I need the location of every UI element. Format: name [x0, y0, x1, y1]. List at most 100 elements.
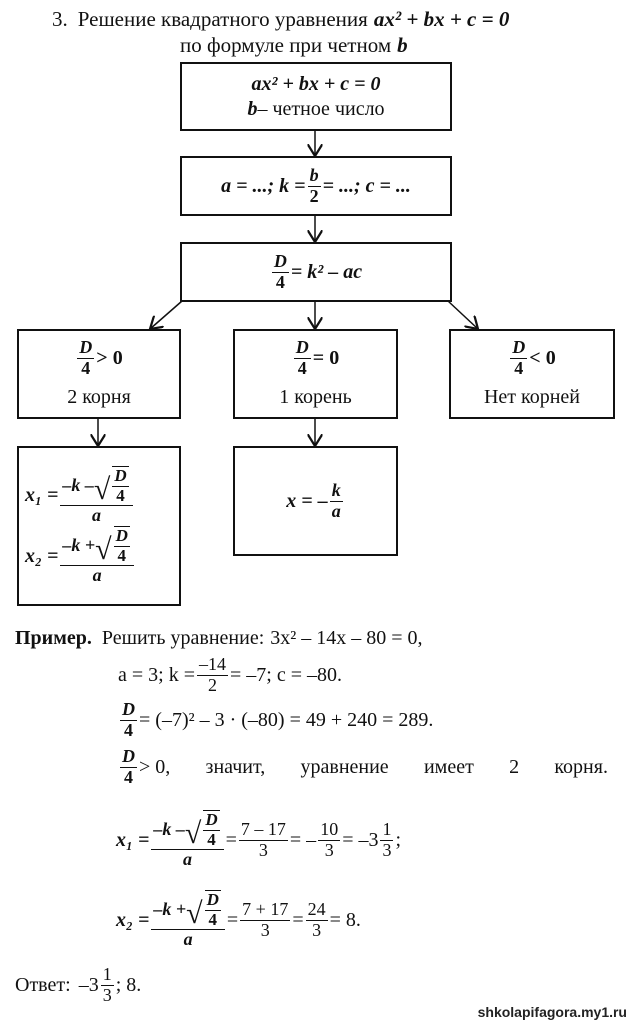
frac-num: D [120, 746, 137, 768]
word: 2 [509, 755, 520, 778]
frac-den: 3 [260, 919, 270, 940]
num-text: –k + [153, 898, 187, 919]
title-equation: ax² + bx + c = 0 [373, 7, 510, 31]
word: значит, [205, 755, 266, 778]
branch-label: Нет корней [483, 385, 581, 408]
sqrt-num: D [203, 810, 220, 831]
coef-k-lhs: k = [279, 174, 306, 197]
sqrt-den: 4 [116, 485, 125, 505]
num-text: –k – [153, 818, 185, 839]
frac-den: 4 [514, 358, 524, 378]
example-equation: 3x² – 14x – 80 = 0, [270, 627, 423, 649]
text: ; [395, 828, 402, 851]
frac-num: 10 [318, 818, 341, 841]
frac-den: a [183, 849, 192, 870]
text: = 8. [329, 908, 361, 931]
text: = (–7)² – 3 · (–80) = 49 + 240 = 289. [139, 708, 434, 731]
discriminant-rhs: = k² – ac [290, 260, 363, 283]
watermark: shkolapifagora.my1.ru [477, 1004, 627, 1020]
x1-label: x₁ = [116, 828, 150, 851]
answer-label: Ответ: [15, 973, 71, 996]
frac-den: a [92, 565, 102, 586]
frac-den: 3 [312, 919, 322, 940]
start-condition-line: b – четное число [247, 97, 384, 122]
x-label: x = – [286, 489, 328, 512]
frac-den: a [92, 505, 101, 526]
frac-num: D [120, 699, 137, 721]
box-start: ax² + bx + c = 0 b – четное число [180, 62, 452, 131]
frac-num: D [293, 337, 311, 359]
text: = [225, 828, 237, 851]
text: = – [289, 828, 317, 851]
subtitle-text: по формуле при четном [180, 33, 392, 57]
sqrt-den: 4 [117, 545, 127, 565]
num-text: –k + [62, 534, 96, 555]
relation: > 0 [96, 347, 123, 369]
frac-den: 4 [81, 358, 91, 378]
frac-num: D [77, 337, 95, 359]
section-title: 3. Решение квадратного уравнения ax² + b… [52, 7, 509, 32]
sqrt-den: 4 [207, 829, 216, 849]
example-heading: Пример. [15, 627, 92, 649]
frac-num: D [510, 337, 528, 359]
frac-num: 1 [100, 964, 114, 986]
text: a = 3; k = [118, 663, 195, 686]
sqrt-num: D [112, 465, 129, 487]
frac-num: 7 – 17 [238, 818, 288, 841]
example-header: Пример. Решить уравнение: 3x² – 14x – 80… [15, 627, 423, 650]
text: = –7; c = –80. [230, 663, 342, 686]
frac-den: 3 [258, 839, 268, 860]
relation: = 0 [312, 347, 340, 369]
text: = –3 [342, 828, 379, 851]
frac-den: 3 [380, 839, 394, 860]
arrow-to-positive [150, 300, 183, 329]
word: уравнение [300, 755, 389, 778]
coef-k-rhs: = ...; [322, 174, 361, 197]
frac-den: 4 [124, 719, 133, 740]
frac-den: 2 [208, 674, 217, 695]
section-subtitle: по формуле при четном b [180, 33, 408, 58]
frac-den: 4 [275, 271, 285, 292]
text: = [226, 908, 239, 931]
frac-den: a [183, 929, 193, 950]
frac-den: 3 [102, 984, 112, 1005]
frac-den: 3 [324, 839, 334, 860]
relation: > 0, [139, 755, 171, 778]
num-text: –k – [62, 474, 94, 495]
subtitle-var: b [397, 33, 408, 57]
frac-den: 4 [124, 766, 133, 787]
answer-rest: ; 8. [115, 973, 142, 996]
